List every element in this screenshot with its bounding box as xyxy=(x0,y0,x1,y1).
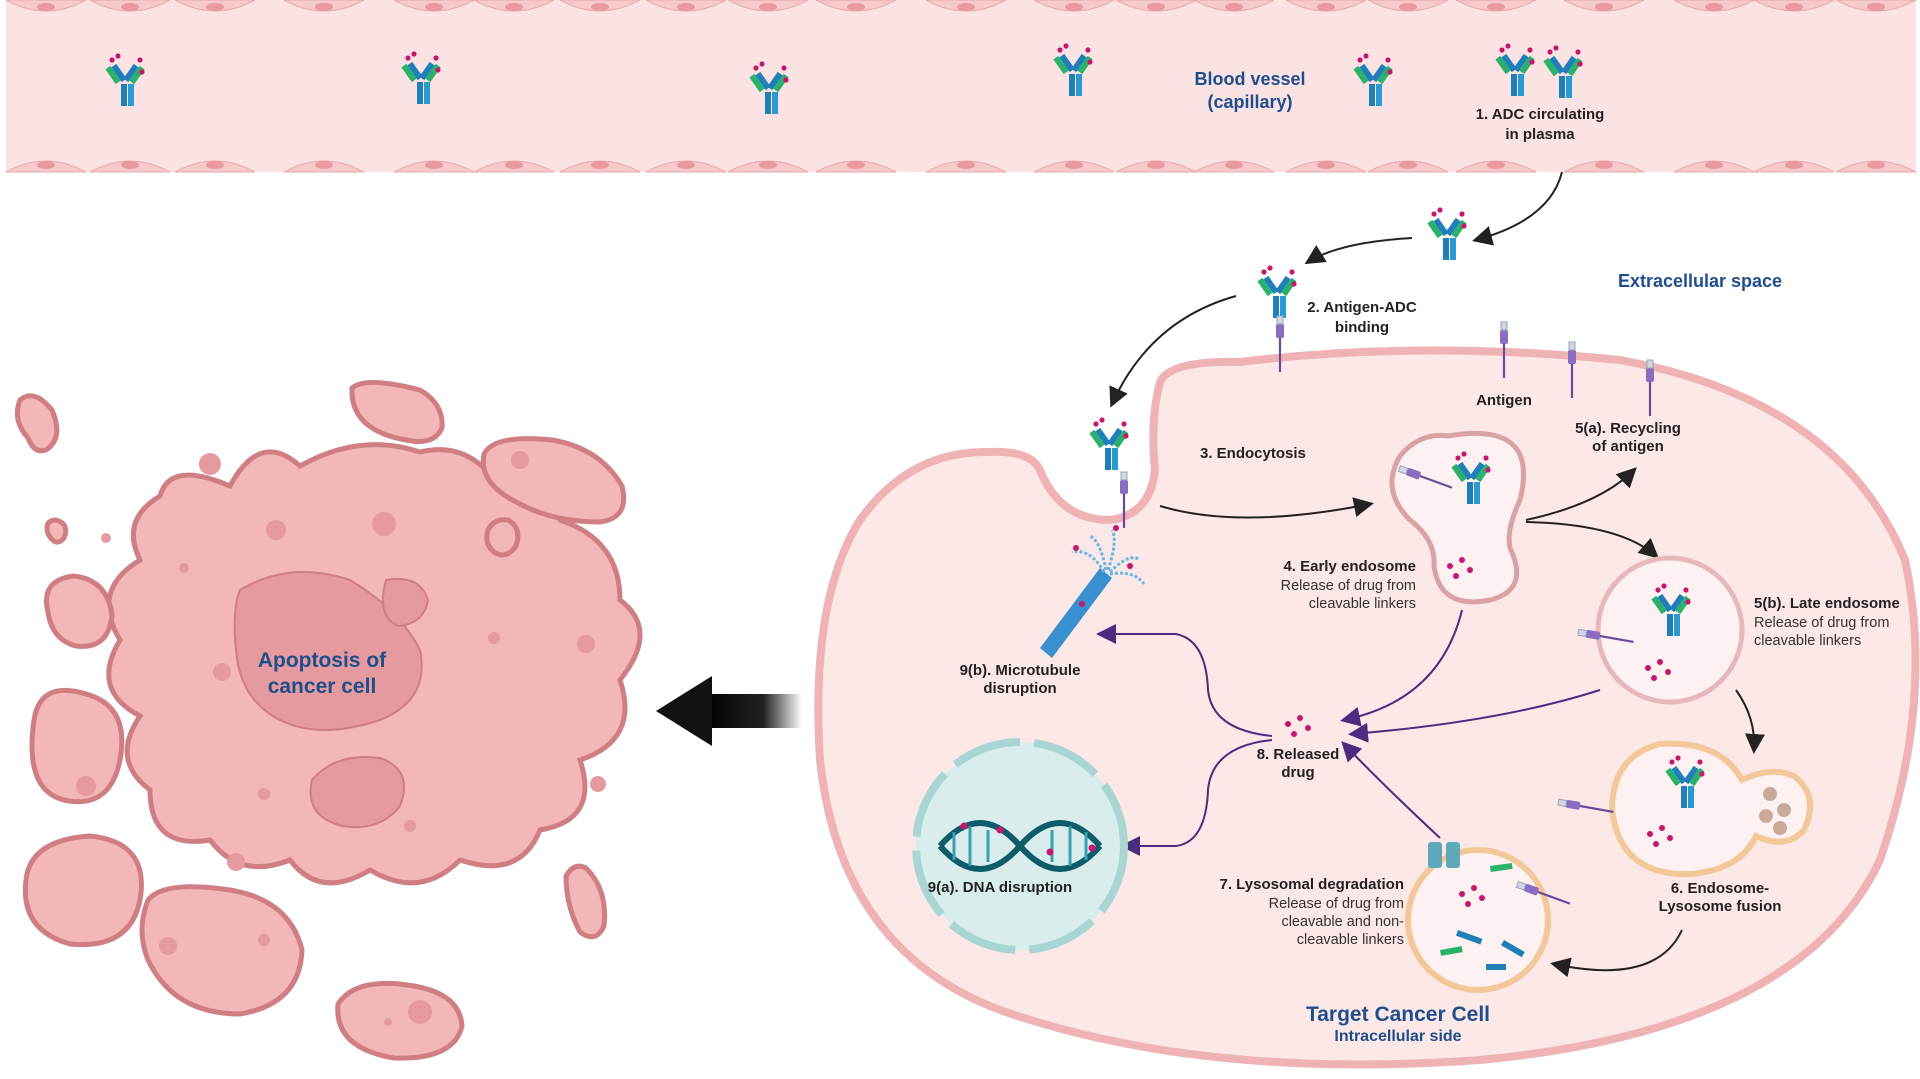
antigen-label: Antigen xyxy=(1476,392,1532,409)
step-2-label: 2. Antigen-ADC xyxy=(1307,299,1417,316)
apoptosis-arrow xyxy=(656,676,802,746)
vessel-title: Blood vessel xyxy=(1194,69,1305,89)
arrow-late-to-fusion xyxy=(1735,689,1765,754)
step-4-sub-2: cleavable linkers xyxy=(1309,596,1416,612)
blood-vessel: Blood vessel (capillary) 1. ADC circulat… xyxy=(5,0,1917,173)
step-9b-label-2: disruption xyxy=(983,680,1056,697)
step-8-label-2: drug xyxy=(1281,764,1314,781)
step-9a-label: 9(a). DNA disruption xyxy=(928,879,1072,896)
pathway-late-endosome-to-drug xyxy=(1348,689,1601,743)
pathway-drug-to-dna xyxy=(1120,739,1273,856)
step-5a-label-2: of antigen xyxy=(1592,438,1664,455)
target-cancer-cell: Target Cancer Cell Intracellular side xyxy=(814,346,1920,1069)
arrow-fusion-to-lysosome xyxy=(1550,929,1683,978)
late-endosome xyxy=(1576,555,1745,705)
microtubule-icon xyxy=(1040,525,1146,658)
adc-approaching-icon xyxy=(1427,207,1467,260)
step-7-title: 7. Lysosomal degradation xyxy=(1220,876,1405,893)
arrow-1-to-approach xyxy=(1472,171,1563,246)
step-5a-label: 5(a). Recycling xyxy=(1575,420,1681,437)
step-5b-sub-1: Release of drug from xyxy=(1754,615,1889,631)
cell-membrane xyxy=(814,346,1920,1069)
cell-title: Target Cancer Cell xyxy=(1306,1003,1490,1026)
bound-adc-icon xyxy=(1257,265,1297,318)
early-endosome xyxy=(1389,430,1527,605)
apoptosis-label-2: cancer cell xyxy=(268,675,377,698)
cell-subtitle: Intracellular side xyxy=(1334,1028,1461,1045)
step-4-title: 4. Early endosome xyxy=(1283,558,1416,575)
step-4-sub-1: Release of drug from xyxy=(1281,578,1416,594)
apoptotic-organelles xyxy=(76,451,606,1026)
nucleus xyxy=(912,738,1128,954)
extracellular-label: Extracellular space xyxy=(1618,271,1782,291)
arrow-approach-to-binding xyxy=(1304,237,1413,265)
internalizing-adc-icon xyxy=(1089,417,1129,470)
step-6-label: 6. Endosome- xyxy=(1671,880,1769,897)
step-7-sub-3: cleavable linkers xyxy=(1297,932,1404,948)
step-8-label: 8. Released xyxy=(1257,746,1340,763)
pathway-drug-to-microtubule xyxy=(1096,624,1273,737)
pathway-early-endosome-to-drug xyxy=(1340,609,1463,727)
step-5b-sub-2: cleavable linkers xyxy=(1754,633,1861,649)
step-7-sub-1: Release of drug from xyxy=(1269,896,1404,912)
arrow-binding-to-endocytosis xyxy=(1109,295,1237,408)
lysosome xyxy=(1405,842,1573,993)
endosome-lysosome-fusion xyxy=(1556,740,1813,878)
step-6-label-2: Lysosome fusion xyxy=(1659,898,1782,915)
arrow-to-recycling xyxy=(1525,467,1637,521)
vessel-subtitle: (capillary) xyxy=(1207,92,1292,112)
step-7-sub-2: cleavable and non- xyxy=(1281,914,1404,930)
pathway-lysosome-to-drug xyxy=(1341,741,1441,839)
apoptosis-label: Apoptosis of xyxy=(258,649,387,672)
step-1-label: 1. ADC circulating xyxy=(1476,106,1605,123)
step-5b-title: 5(b). Late endosome xyxy=(1754,595,1900,612)
step-2-label-2: binding xyxy=(1335,319,1389,336)
arrow-to-late-endosome xyxy=(1525,521,1659,559)
step-3-label: 3. Endocytosis xyxy=(1200,445,1306,462)
arrow-endocytosis-to-early-endosome xyxy=(1159,497,1374,519)
step-9b-label: 9(b). Microtubule xyxy=(960,662,1081,679)
step-1-label-2: in plasma xyxy=(1505,126,1575,143)
